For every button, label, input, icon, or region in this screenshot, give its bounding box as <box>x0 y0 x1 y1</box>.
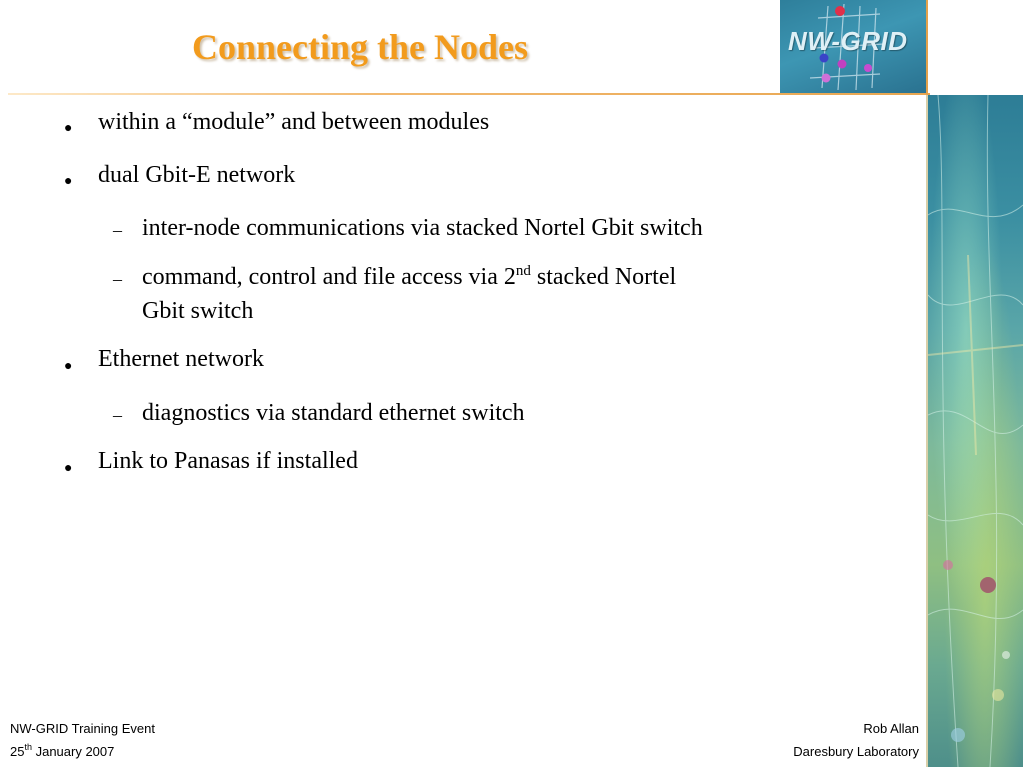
bullet-item: Ethernet network <box>98 346 264 372</box>
bullet-marker: ● <box>64 359 73 374</box>
slide-title: Connecting the Nodes <box>192 27 529 67</box>
footer-event: NW-GRID Training Event <box>10 721 155 736</box>
nw-grid-logo: NW-GRID <box>780 0 926 93</box>
bullet-item: Link to Panasas if installed <box>98 448 358 474</box>
logo-border <box>926 0 928 95</box>
bullet-item: dual Gbit-E network <box>98 162 296 188</box>
sub-bullet-marker: – <box>113 405 122 425</box>
sub-bullet-text: stacked Nortel <box>530 264 677 290</box>
logo-text: NW-GRID <box>788 26 908 56</box>
footer-institution: Daresbury Laboratory <box>793 744 919 759</box>
decorative-network-graphic <box>928 95 1023 767</box>
sub-bullet-line: Gbit switch <box>142 298 254 324</box>
side-strip-border <box>926 95 928 767</box>
footer-author: Rob Allan <box>863 721 919 736</box>
sub-bullet-line: command, control and file access via 2nd… <box>142 260 822 294</box>
footer-date-rest: January 2007 <box>31 744 115 759</box>
sub-bullet-item: inter-node communications via stacked No… <box>142 215 703 241</box>
bullet-marker: ● <box>64 121 73 136</box>
sub-bullet-item: diagnostics via standard ethernet switch <box>142 400 525 426</box>
sub-bullet-text: command, control and file access via 2 <box>142 264 516 290</box>
sub-bullet-item: command, control and file access via 2nd… <box>142 260 822 328</box>
sub-bullet-marker: – <box>113 220 122 240</box>
bullet-marker: ● <box>64 461 73 476</box>
logo-grid-graphic <box>809 3 885 91</box>
bullet-marker: ● <box>64 174 73 189</box>
decorative-side-strip <box>928 95 1023 767</box>
title-divider <box>8 93 930 95</box>
sub-bullet-marker: – <box>113 269 122 289</box>
footer-date-suffix: th <box>24 742 32 752</box>
footer-date: 25th January 2007 <box>10 742 115 760</box>
bullet-item: within a “module” and between modules <box>98 109 490 135</box>
ordinal-suffix: nd <box>515 263 531 279</box>
footer-date-day: 25 <box>10 744 25 759</box>
